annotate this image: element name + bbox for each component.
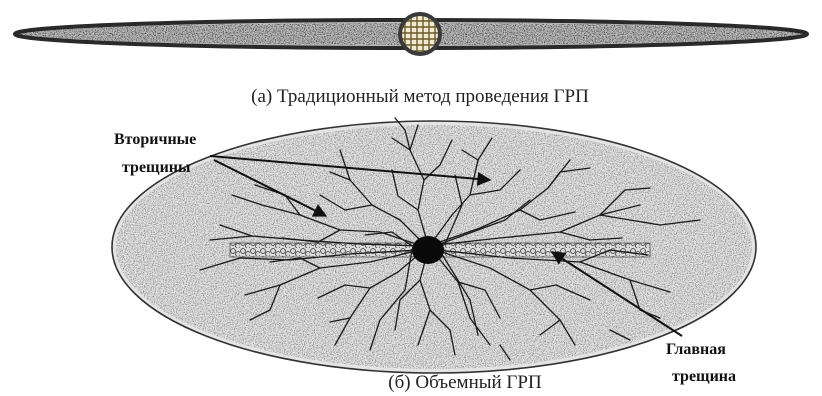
caption-traditional: (а) Традиционный метод проведения ГРП	[251, 86, 589, 107]
label-main-fracture-line2: трещина	[672, 368, 736, 385]
label-secondary-fractures-line2: трещины	[122, 159, 191, 176]
caption-volumetric: (б) Объемный ГРП	[388, 372, 542, 393]
label-main-fracture-line1: Главная	[666, 341, 726, 358]
wellbore-dot	[412, 236, 444, 264]
label-secondary-fractures-line1: Вторичные	[114, 131, 196, 148]
traditional-fracture	[15, 14, 807, 54]
volumetric-fracture	[112, 118, 756, 373]
wellbore-cross-section	[400, 14, 440, 54]
